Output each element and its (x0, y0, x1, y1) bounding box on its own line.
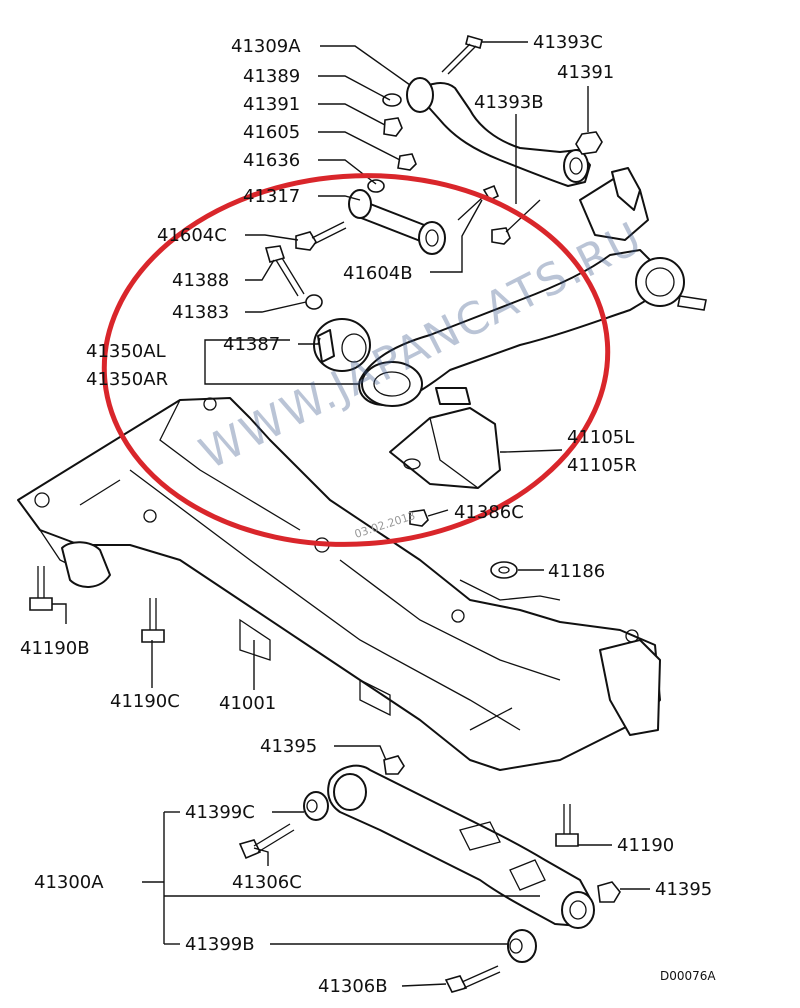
part-label-41636: 41636 (243, 150, 300, 171)
part-label-41388: 41388 (172, 270, 229, 291)
part-label-41306b: 41306B (318, 976, 388, 997)
drawing-code: D00076A (660, 969, 716, 983)
bolt-41393c (441, 35, 483, 75)
leader-lines (52, 41, 650, 987)
part-label-41306c: 41306C (232, 872, 302, 893)
part-label-41605: 41605 (243, 122, 300, 143)
nut-41391-top (575, 131, 603, 155)
part-label-41300a: 41300A (34, 872, 104, 893)
lower-arm (327, 764, 595, 929)
bushing-41387 (313, 318, 371, 372)
highlight-ellipse (101, 173, 611, 547)
part-label-41399c: 41399C (185, 802, 255, 823)
part-label-41389: 41389 (243, 66, 300, 87)
upper-arm (406, 77, 591, 187)
part-label-41393c: 41393C (533, 32, 603, 53)
callout-labels: 41309A 41389 41391 41605 41636 41317 41604C 413… (20, 32, 712, 997)
part-label-41190c: 41190C (110, 691, 180, 712)
part-label-41186: 41186 (548, 561, 605, 582)
part-label-41383: 41383 (172, 302, 229, 323)
part-label-41395: 41395 (655, 879, 712, 900)
part-label-41391: 41391 (243, 94, 300, 115)
trailing-arm (358, 167, 707, 407)
lateral-link (348, 189, 446, 255)
bracket-41105 (389, 387, 501, 489)
part-label-41386c: 41386C (454, 502, 524, 523)
crossmember (17, 397, 661, 771)
lower-hardware (238, 755, 621, 993)
part-label-41317: 41317 (243, 186, 300, 207)
part-label-41190: 41190 (617, 835, 674, 856)
washer-41186 (490, 561, 518, 579)
part-label-41391: 41391 (557, 62, 614, 83)
part-label-41105r: 41105R (567, 455, 637, 476)
small-parts-left (295, 93, 541, 251)
part-label-41395: 41395 (260, 736, 317, 757)
part-label-41399b: 41399B (185, 934, 255, 955)
part-label-41604c: 41604C (157, 225, 227, 246)
part-label-41387: 41387 (223, 334, 280, 355)
part-label-41350al: 41350AL (86, 341, 166, 362)
bolt-41388 (264, 245, 323, 310)
part-label-41309a: 41309A (231, 36, 301, 57)
part-label-41604b: 41604B (343, 263, 413, 284)
bolts-41190 (29, 566, 579, 847)
part-label-41105l: 41105L (567, 427, 634, 448)
part-label-41350ar: 41350AR (86, 369, 168, 390)
part-label-41393b: 41393B (474, 92, 544, 113)
nut-41386c (409, 509, 429, 527)
part-label-41001: 41001 (219, 693, 276, 714)
part-label-41190b: 41190B (20, 638, 90, 659)
